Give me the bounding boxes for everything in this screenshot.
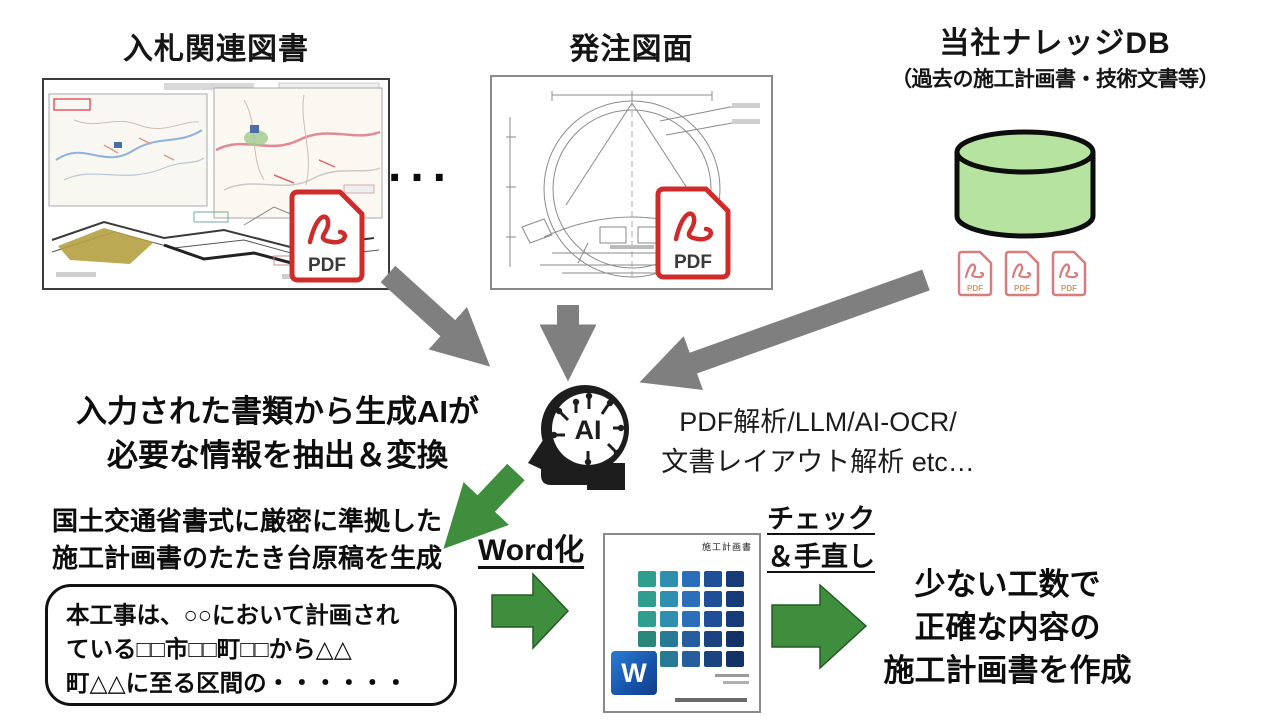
result-line1: 少ない工数で	[914, 567, 1101, 602]
bubble-line3: 町△△に至る区間の・・・・・・	[66, 670, 408, 696]
pdf-label: PDF	[674, 252, 712, 273]
knowledge-db-subtitle: （過去の施工計画書・技術文書等）	[891, 68, 1220, 91]
ai-tech-text: PDF解析/LLM/AI-OCR/ 文書レイアウト解析 etc…	[648, 402, 988, 482]
knowledge-db-pdf-files: PDF PDF PDF	[955, 250, 1089, 298]
document-stamp-grid	[638, 571, 748, 667]
pdf-label: PDF	[1014, 284, 1030, 293]
construction-plan-document: 施工計画書 W	[603, 533, 761, 713]
knowledge-db-title: 当社ナレッジDB	[939, 27, 1171, 60]
ai-extract-line1: 入力された書類から生成AIが	[76, 394, 479, 429]
bid-documents-title: 入札関連図書	[123, 33, 309, 66]
pdf-label: PDF	[308, 255, 346, 276]
pdf-label: PDF	[967, 284, 983, 293]
pdf-file-icon: PDF	[289, 189, 365, 283]
arrow-word-conversion	[491, 572, 570, 650]
word-conversion-label: Word化	[478, 534, 585, 567]
bubble-line1: 本工事は、○○において計画され	[66, 602, 400, 628]
arrow-doc-to-result	[771, 583, 868, 670]
order-drawings-title: 発注図面	[569, 33, 694, 66]
bid-documents-thumbnail: PDF	[42, 78, 390, 290]
check-fix-label: チェック ＆手直し	[762, 500, 880, 576]
draft-sample-bubble: 本工事は、○○において計画され ている□□市□□町□□から△△ 町△△に至る区間…	[45, 584, 457, 706]
check-label-line2: ＆手直し	[767, 542, 875, 572]
result-line2: 正確な内容の	[914, 610, 1101, 645]
word-app-icon: W	[611, 651, 657, 695]
document-title: 施工計画書	[701, 542, 752, 552]
pdf-label: PDF	[1061, 284, 1077, 293]
pdf-file-small-icon: PDF	[1051, 250, 1087, 297]
ai-extract-text: 入力された書類から生成AIが 必要な情報を抽出＆変換	[30, 390, 525, 478]
pdf-file-small-icon: PDF	[957, 250, 993, 297]
tunnel-drawing-image	[506, 91, 760, 279]
generation-text: 国土交通省書式に厳密に準拠した 施工計画書のたたき台原稿を生成	[22, 503, 472, 577]
document-meta-line	[715, 674, 749, 677]
arrow-db-to-ai	[639, 269, 930, 391]
document-footer-line	[675, 698, 747, 702]
ai-head-icon: AI	[528, 385, 629, 490]
order-drawings-thumbnail: PDF	[490, 75, 773, 290]
ellipsis-dots-icon: ...	[388, 139, 456, 192]
document-meta-line	[723, 681, 749, 684]
check-label-line1: チェック	[767, 504, 875, 534]
map-drawings-image	[48, 82, 383, 279]
database-cylinder-icon	[954, 129, 1096, 239]
pdf-file-icon: PDF	[655, 186, 731, 280]
result-line3: 施工計画書を作成	[883, 653, 1132, 688]
result-text: 少ない工数で 正確な内容の 施工計画書を作成	[860, 563, 1155, 692]
generation-line1: 国土交通省書式に厳密に準拠した	[51, 506, 442, 536]
arrow-bid-to-ai	[380, 265, 491, 367]
bubble-line2: ている□□市□□町□□から△△	[66, 636, 352, 662]
ai-tech-line1: PDF解析/LLM/AI-OCR/	[679, 407, 957, 437]
ai-label: AI	[575, 415, 602, 445]
pdf-file-small-icon: PDF	[1004, 250, 1040, 297]
ai-extract-line2: 必要な情報を抽出＆変換	[107, 438, 448, 473]
generation-line2: 施工計画書のたたき台原稿を生成	[51, 543, 442, 573]
ai-tech-line2: 文書レイアウト解析 etc…	[661, 447, 975, 477]
